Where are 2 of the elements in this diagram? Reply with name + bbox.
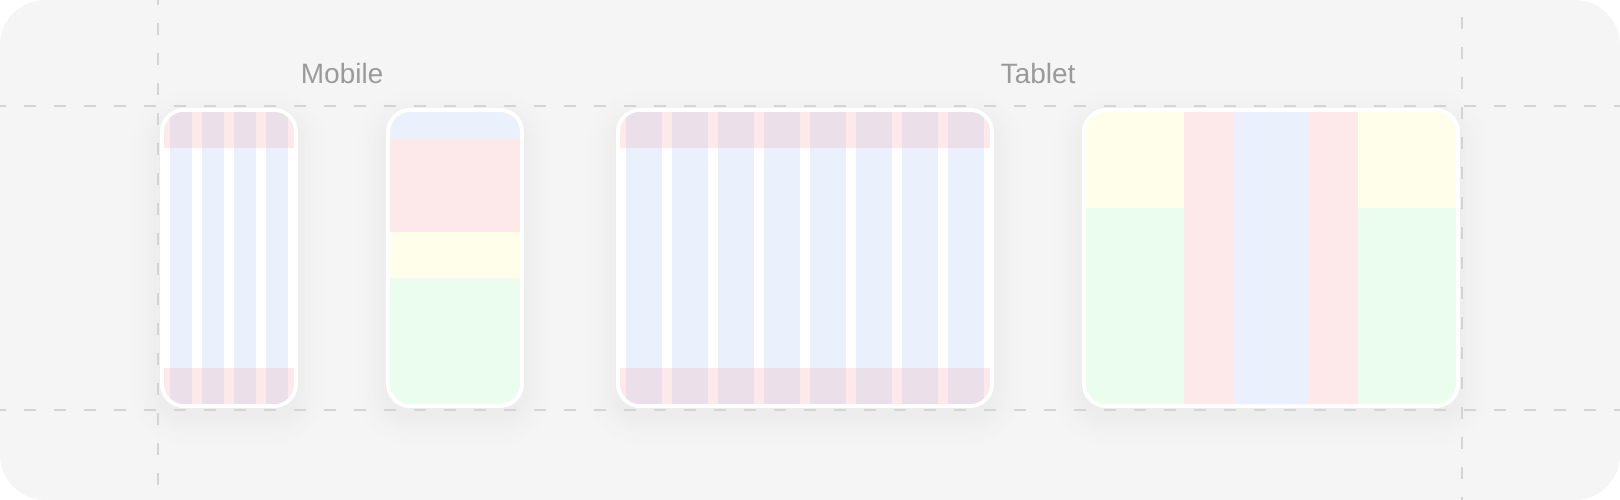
- section-label: Tablet: [1001, 62, 1076, 84]
- section-label: Mobile: [303, 62, 382, 84]
